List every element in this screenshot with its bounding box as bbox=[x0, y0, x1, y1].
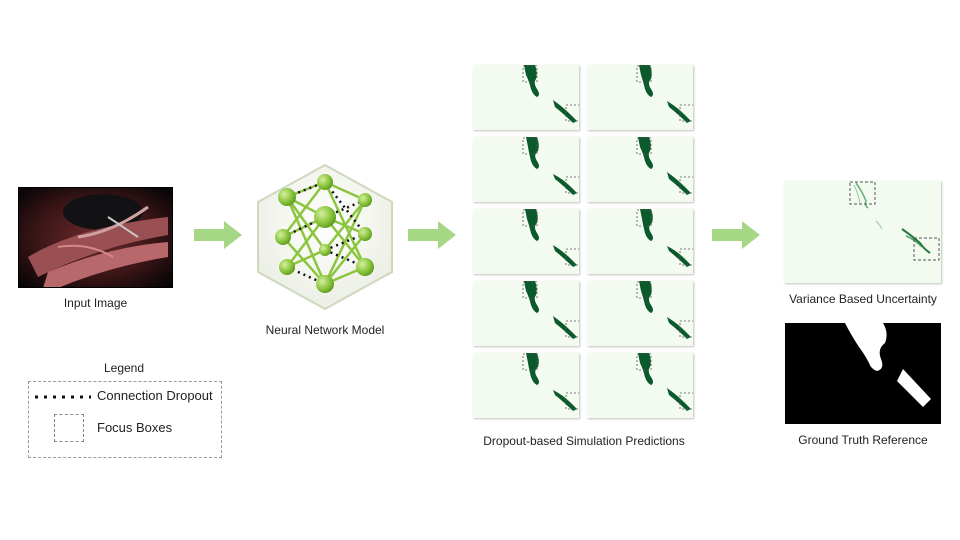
focus-box bbox=[636, 65, 652, 83]
prediction-panel bbox=[587, 137, 693, 202]
predicted-mask bbox=[638, 353, 653, 385]
uncertainty-map bbox=[784, 181, 941, 283]
prediction-panel bbox=[473, 137, 579, 202]
predicted-mask bbox=[525, 209, 539, 241]
prediction-panel bbox=[473, 353, 579, 418]
focus-box bbox=[636, 281, 652, 299]
predicted-mask bbox=[667, 317, 691, 339]
predicted-mask bbox=[667, 388, 691, 411]
legend-title: Legend bbox=[103, 361, 145, 375]
prediction-grid bbox=[473, 65, 695, 421]
focus-box bbox=[522, 209, 538, 227]
flow-arrow-3 bbox=[712, 221, 760, 249]
predicted-mask bbox=[524, 281, 539, 313]
focus-box bbox=[636, 137, 652, 155]
flow-arrow-2 bbox=[408, 221, 456, 249]
focus-box bbox=[565, 104, 579, 122]
focus-box bbox=[636, 353, 652, 371]
legend-focus-label: Focus Boxes bbox=[97, 420, 173, 435]
focus-box bbox=[565, 320, 579, 338]
input-image bbox=[17, 186, 174, 289]
predicted-mask bbox=[553, 245, 577, 267]
focus-box bbox=[679, 248, 693, 266]
uncertainty-caption: Variance Based Uncertainty bbox=[789, 292, 937, 306]
prediction-panel bbox=[587, 281, 693, 346]
legend-box: Connection Dropout Focus Boxes bbox=[28, 381, 222, 458]
dropout-line-icon bbox=[35, 395, 91, 399]
predicted-mask bbox=[639, 65, 653, 97]
focus-box bbox=[679, 392, 693, 410]
prediction-panel bbox=[587, 353, 693, 418]
prediction-panel bbox=[587, 65, 693, 130]
focus-box bbox=[565, 176, 579, 194]
predicted-mask bbox=[553, 174, 577, 195]
ground-truth-caption: Ground Truth Reference bbox=[798, 433, 928, 447]
predicted-mask bbox=[667, 101, 691, 123]
focus-box bbox=[522, 65, 538, 83]
predicted-mask bbox=[526, 353, 539, 385]
legend-dropout-label: Connection Dropout bbox=[97, 388, 213, 403]
focus-box bbox=[522, 281, 538, 299]
prediction-panel bbox=[473, 281, 579, 346]
focus-box bbox=[679, 176, 693, 194]
predicted-mask bbox=[526, 137, 539, 169]
focus-box bbox=[522, 353, 538, 371]
focus-box-icon bbox=[54, 414, 84, 442]
flow-arrow-1 bbox=[194, 221, 242, 249]
predicted-mask bbox=[553, 100, 577, 123]
focus-box bbox=[522, 137, 538, 155]
input-image-caption: Input Image bbox=[63, 296, 128, 310]
focus-box bbox=[565, 392, 579, 410]
focus-box bbox=[636, 209, 652, 227]
ground-truth-mask bbox=[785, 323, 941, 424]
focus-box bbox=[679, 104, 693, 122]
prediction-panel bbox=[473, 65, 579, 130]
predicted-mask bbox=[524, 65, 539, 97]
prediction-panel bbox=[473, 209, 579, 274]
focus-box bbox=[849, 181, 876, 205]
predicted-mask bbox=[667, 172, 691, 195]
predicted-mask bbox=[553, 316, 577, 339]
predictions-caption: Dropout-based Simulation Predictions bbox=[483, 434, 685, 448]
focus-box bbox=[565, 248, 579, 266]
focus-box bbox=[679, 320, 693, 338]
prediction-panel bbox=[587, 209, 693, 274]
predicted-mask bbox=[639, 281, 653, 313]
focus-box bbox=[913, 237, 940, 261]
predicted-mask bbox=[638, 137, 653, 169]
predicted-mask bbox=[553, 390, 577, 411]
predicted-mask bbox=[667, 246, 691, 267]
predicted-mask bbox=[640, 209, 653, 241]
model-caption: Neural Network Model bbox=[265, 323, 385, 337]
neural-network-icon bbox=[250, 162, 400, 312]
